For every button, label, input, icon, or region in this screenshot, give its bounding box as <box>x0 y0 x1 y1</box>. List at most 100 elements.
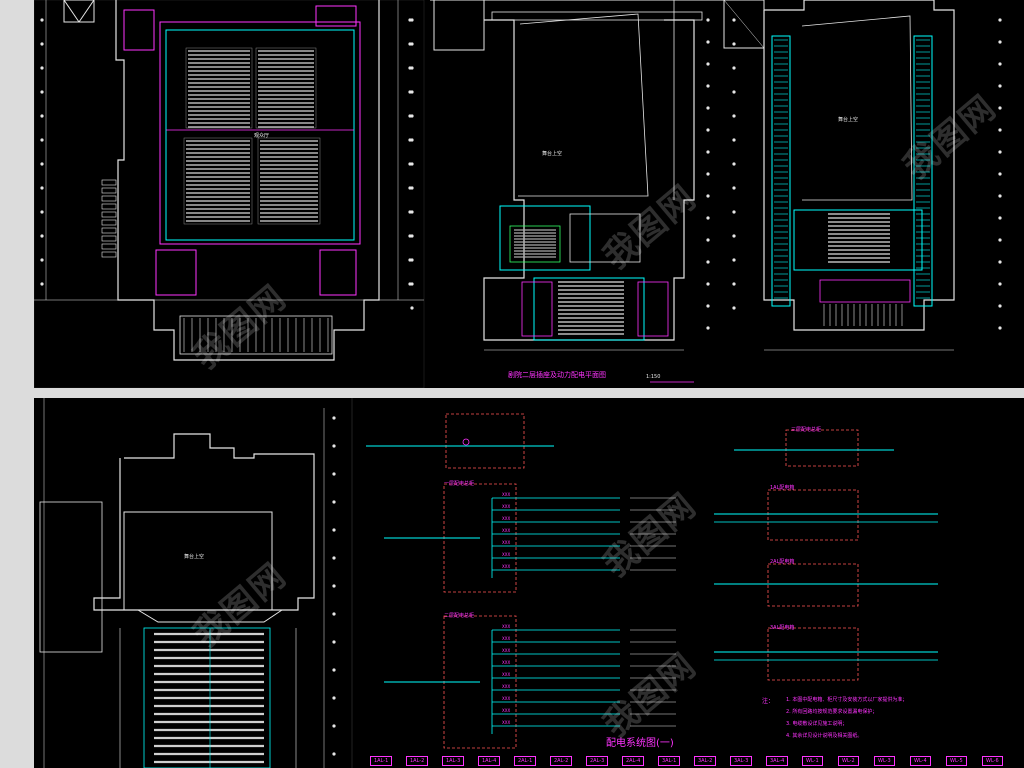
circuit-tag: 3AL-1 <box>658 756 681 766</box>
grid-bubble <box>998 194 1002 198</box>
system-diagram-canvas: XXXXXXXXXXXXXXXXXXXXXXXXXXXXXXXXXXXXXXXX… <box>39 398 938 768</box>
proscenium-curve <box>137 609 283 623</box>
grid-bubble <box>40 18 44 22</box>
parking-stall <box>101 203 117 210</box>
grid-bubble <box>706 282 710 286</box>
grid-bubble <box>40 138 44 142</box>
grid-bubble <box>732 282 736 286</box>
top-drawing-sheet: 剧院二层插座及动力配电平面图 1:150 舞台上空 舞台上空 观众厅 我图网 我… <box>34 0 1024 388</box>
tiny-label: XXX <box>502 708 510 713</box>
parking-stall <box>101 195 117 202</box>
tiny-label: XXX <box>502 684 510 689</box>
grid-bubble <box>706 216 710 220</box>
grid-bubble <box>410 234 414 238</box>
panel-label-6: 3AL配电箱 <box>770 625 795 631</box>
grid-bubble <box>40 90 44 94</box>
circuit-tag: 2AL-4 <box>622 756 645 766</box>
grid-bubble <box>732 162 736 166</box>
note-2: 2. 所有回路均按规范要求设置漏电保护； <box>786 709 878 715</box>
circuit-tag: WL-3 <box>874 756 895 766</box>
grid-bubble <box>732 186 736 190</box>
parking-stall <box>101 179 117 186</box>
panel-3al <box>767 627 859 681</box>
parking-stall <box>101 211 117 218</box>
tiny-label: XXX <box>502 672 510 677</box>
tiny-label: XXX <box>502 516 510 521</box>
panel-2al <box>767 563 859 607</box>
circuit-tag: 1AL-3 <box>442 756 465 766</box>
grid-bubble <box>732 138 736 142</box>
grid-bubble <box>410 258 414 262</box>
panel-label-3: 三层配电总柜 <box>791 427 822 433</box>
circuit-tag: 1AL-2 <box>406 756 429 766</box>
parking-stall <box>101 251 117 258</box>
note-3: 3. 电缆敷设详见施工说明； <box>786 721 848 727</box>
grid-bubble <box>40 186 44 190</box>
grid-bubble <box>732 114 736 118</box>
fly-gallery <box>491 11 703 21</box>
circuit-tag: 2AL-2 <box>550 756 573 766</box>
room-label-stage-3: 舞台上空 <box>184 554 205 560</box>
circuit-tag: 3AL-2 <box>694 756 717 766</box>
circuit-tag: 2AL-3 <box>586 756 609 766</box>
room-box <box>637 281 669 337</box>
auditorium-outline <box>159 21 361 245</box>
grid-bubble <box>332 612 336 616</box>
grid-bubble <box>706 150 710 154</box>
room-box <box>819 279 911 303</box>
grid-bubble <box>332 584 336 588</box>
stage-plan-wall <box>93 433 315 611</box>
catwalk-left <box>771 35 791 307</box>
tiny-label: XXX <box>502 720 510 725</box>
grid-bubble <box>998 304 1002 308</box>
grid-bubble <box>410 138 414 142</box>
grid-bubble <box>998 172 1002 176</box>
grid-bubble <box>40 162 44 166</box>
stage-area <box>123 511 273 611</box>
circuit-tag: WL-1 <box>802 756 823 766</box>
grid-bubble <box>332 528 336 532</box>
side-annex <box>39 501 103 653</box>
grid-bubble <box>410 66 414 70</box>
grid-bubble <box>732 42 736 46</box>
tiny-label: XXX <box>502 660 510 665</box>
room-label-hall: 观众厅 <box>254 133 270 139</box>
grid-bubble <box>706 84 710 88</box>
circuit-tag: 1AL-1 <box>370 756 393 766</box>
circuit-tag: 1AL-4 <box>478 756 501 766</box>
grid-bubble <box>332 668 336 672</box>
seating-wiring <box>143 627 271 768</box>
grid-bubble <box>998 326 1002 330</box>
fly-tower-wall <box>763 0 955 331</box>
grid-bubble <box>706 238 710 242</box>
circuit-tag: 2AL-1 <box>514 756 537 766</box>
tiny-label: XXX <box>502 648 510 653</box>
room-box <box>155 249 197 296</box>
grid-bubble <box>706 194 710 198</box>
plan-title: 剧院二层插座及动力配电平面图 <box>508 371 606 379</box>
circuit-tag: WL-5 <box>946 756 967 766</box>
grid-bubble <box>410 114 414 118</box>
grid-bubble <box>40 258 44 262</box>
grid-bubble <box>732 258 736 262</box>
stage-diagonal <box>801 15 913 201</box>
grid-bubble <box>332 444 336 448</box>
grid-bubble <box>706 326 710 330</box>
stair-line <box>723 0 765 49</box>
seat-block-3 <box>183 137 253 225</box>
stair-wall <box>433 0 485 51</box>
auditorium-inner-wiring <box>165 29 355 241</box>
wiring-zone <box>499 205 591 271</box>
grid-bubble <box>732 66 736 70</box>
grid-bubble <box>706 128 710 132</box>
grid-bubble <box>410 18 414 22</box>
grid-bubble <box>40 114 44 118</box>
grid-bubble <box>998 84 1002 88</box>
stair-line <box>78 0 95 23</box>
auditorium-wall <box>115 0 380 361</box>
circuit-tag: 3AL-4 <box>766 756 789 766</box>
grid-bubble <box>998 282 1002 286</box>
grid-bubble <box>706 260 710 264</box>
stair-line <box>63 0 80 23</box>
